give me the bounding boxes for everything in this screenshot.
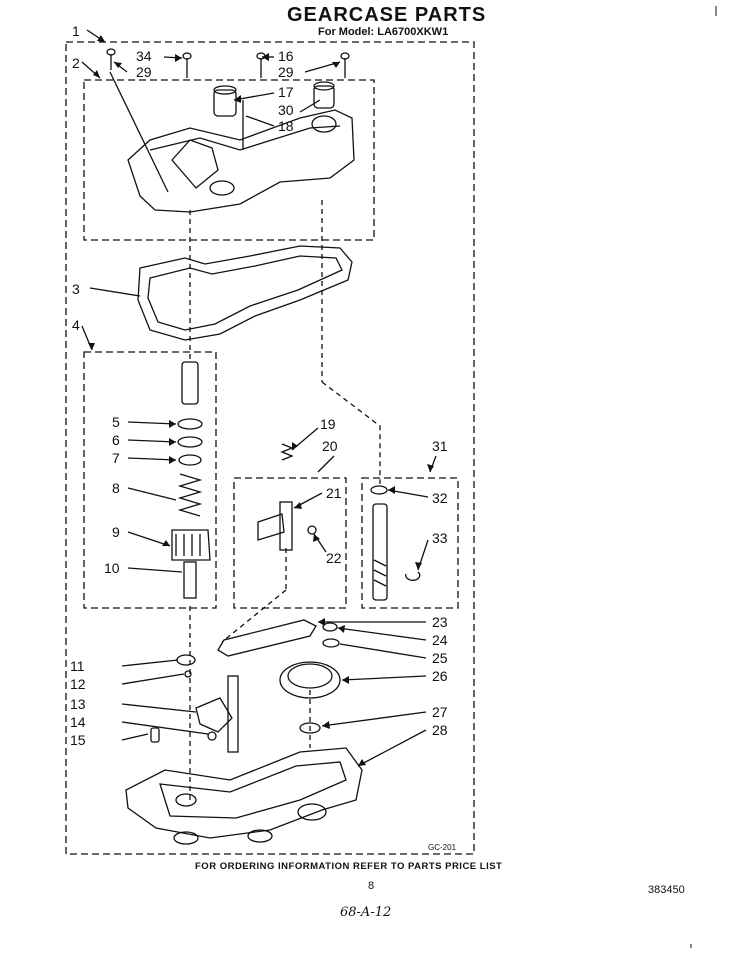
washer-5 xyxy=(177,418,203,430)
washer-25 xyxy=(322,638,340,648)
callout-31: 31 xyxy=(432,438,448,454)
document-number: 383450 xyxy=(648,884,685,896)
callout-7: 7 xyxy=(112,450,120,466)
callout-5: 5 xyxy=(112,414,120,430)
callout-25: 25 xyxy=(432,650,448,666)
callout-30: 30 xyxy=(278,102,294,118)
drive-shaft xyxy=(372,503,388,601)
spindle-14 xyxy=(227,675,239,753)
callout-11: 11 xyxy=(70,658,85,674)
washer-11 xyxy=(176,654,196,666)
shaft-box xyxy=(361,477,459,609)
shifter-box xyxy=(233,477,347,609)
callout-21: 21 xyxy=(326,485,342,501)
page-number: 8 xyxy=(368,880,375,892)
callout-14: 14 xyxy=(70,714,86,730)
washer-27 xyxy=(299,722,321,734)
connecting-link-23 xyxy=(217,619,317,657)
shifter-cam-13 xyxy=(195,697,233,733)
callout-29-right: 29 xyxy=(278,64,294,80)
pinion-box xyxy=(83,351,217,609)
gearcase-cover xyxy=(127,109,355,213)
callout-17: 17 xyxy=(278,84,294,100)
callout-26: 26 xyxy=(432,668,448,684)
pin-15 xyxy=(150,727,160,743)
model-line: For Model: LA6700XKW1 xyxy=(318,26,449,38)
gearcase-base xyxy=(125,747,363,839)
gasket xyxy=(137,245,353,341)
callout-13: 13 xyxy=(70,696,86,712)
cover-box xyxy=(83,79,375,241)
screw-34 xyxy=(182,52,192,78)
washer-32 xyxy=(370,485,388,495)
pinion-shaft-top xyxy=(181,361,199,405)
page-title: GEARCASE PARTS xyxy=(287,4,487,26)
screw-29-right xyxy=(340,52,350,78)
spring-19 xyxy=(280,443,294,461)
main-gear-26 xyxy=(279,661,341,699)
bushing-30 xyxy=(313,85,335,109)
callout-32: 32 xyxy=(432,490,448,506)
callout-20: 20 xyxy=(322,438,338,454)
callout-23: 23 xyxy=(432,614,448,630)
callout-3: 3 xyxy=(72,281,80,297)
pinion-shaft-10 xyxy=(183,561,197,599)
callout-4: 4 xyxy=(72,317,80,333)
callout-8: 8 xyxy=(112,480,120,496)
bushing-17 xyxy=(213,89,237,117)
clip-22 xyxy=(307,525,317,535)
cover-housing xyxy=(171,139,219,189)
callout-6: 6 xyxy=(112,432,120,448)
callout-2: 2 xyxy=(72,55,80,71)
callout-12: 12 xyxy=(70,676,86,692)
callout-15: 15 xyxy=(70,732,86,748)
callout-29-left: 29 xyxy=(136,64,152,80)
ring-33 xyxy=(405,571,421,581)
washer-7 xyxy=(178,454,202,466)
callout-1: 1 xyxy=(72,23,80,39)
callout-16: 16 xyxy=(278,48,294,64)
callout-28: 28 xyxy=(432,722,448,738)
callout-22: 22 xyxy=(326,550,342,566)
callout-27: 27 xyxy=(432,704,448,720)
callout-10: 10 xyxy=(104,560,120,576)
cover-boss-right xyxy=(311,115,337,133)
screw-29-left xyxy=(106,48,116,70)
ball-12 xyxy=(184,670,192,678)
handwritten-note: 68-A-12 xyxy=(340,905,392,920)
callout-18: 18 xyxy=(278,118,294,134)
callout-34: 34 xyxy=(136,48,152,64)
pinion-gear-9 xyxy=(171,529,211,561)
washer-24 xyxy=(322,622,338,632)
callout-19: 19 xyxy=(320,416,336,432)
spring-8 xyxy=(177,473,203,517)
callout-24: 24 xyxy=(432,632,448,648)
shifter-fork xyxy=(257,513,285,541)
shifter-21 xyxy=(279,501,293,551)
callout-9: 9 xyxy=(112,524,120,540)
callout-33: 33 xyxy=(432,530,448,546)
cover-ridge xyxy=(149,125,341,151)
outer-assembly-box xyxy=(65,41,475,855)
washer-6 xyxy=(177,436,203,448)
ordering-info-footer: FOR ORDERING INFORMATION REFER TO PARTS … xyxy=(195,861,503,872)
cover-boss-left xyxy=(209,180,235,196)
diagram-code: GC-201 xyxy=(428,843,457,852)
